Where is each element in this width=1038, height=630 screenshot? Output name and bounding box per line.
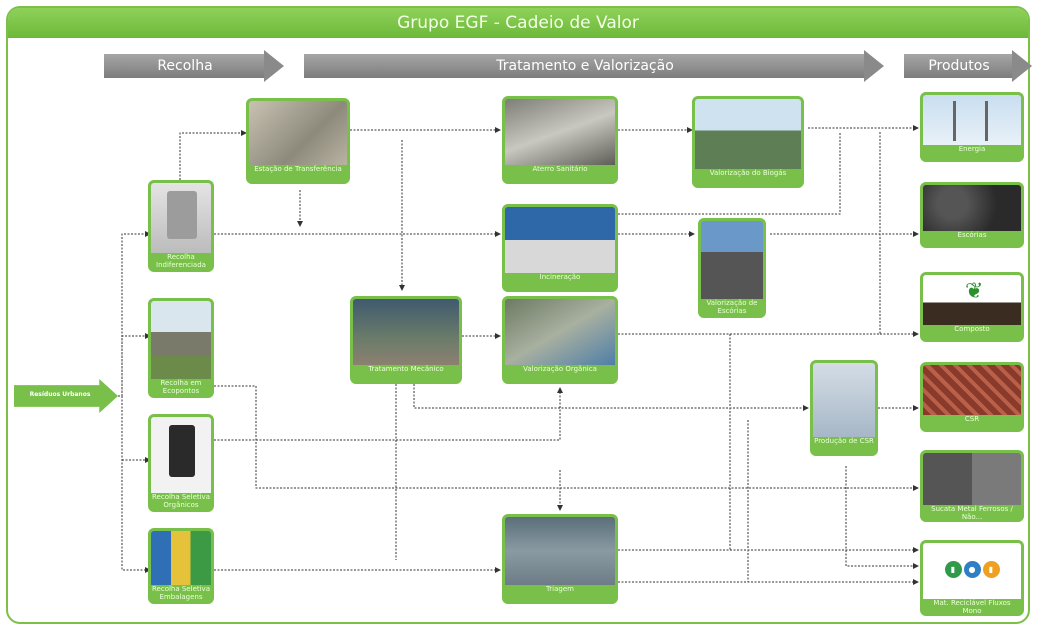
scrap-metal-image bbox=[923, 453, 1021, 505]
node-label: Recolha Seletiva Embalagens bbox=[151, 585, 210, 601]
product-label: Composto bbox=[954, 325, 990, 333]
stage-label-treatment: Tratamento e Valorização bbox=[496, 58, 674, 74]
node-label: Recolha Indiferenciada bbox=[156, 253, 206, 269]
transfer-station-image bbox=[249, 101, 347, 165]
product-energy: Energia bbox=[920, 92, 1024, 162]
compost-plant-icon: ❦ bbox=[923, 275, 1021, 325]
sorting-image bbox=[505, 517, 615, 585]
product-compost: ❦ Composto bbox=[920, 272, 1024, 342]
landfill-image bbox=[505, 99, 615, 165]
node-undifferentiated-collection: Recolha Indiferenciada bbox=[148, 180, 214, 272]
product-slags: Escórias bbox=[920, 182, 1024, 248]
product-label: Escórias bbox=[957, 231, 987, 239]
node-label: Recolha em Ecopontos bbox=[160, 379, 202, 395]
node-label: Incineração bbox=[539, 273, 581, 281]
product-label: CSR bbox=[964, 415, 980, 423]
stage-arrow-treatment: Tratamento e Valorização bbox=[304, 50, 884, 82]
slag-plant-image bbox=[701, 221, 763, 299]
node-label: Valorização Orgânica bbox=[523, 365, 597, 373]
node-label: Triagem bbox=[546, 585, 574, 593]
node-label: Tratamento Mecânico bbox=[368, 365, 444, 373]
diagram-title: Grupo EGF - Cadeio de Valor bbox=[8, 8, 1028, 38]
node-label: Produção de CSR bbox=[814, 437, 874, 445]
stage-arrow-collect: Recolha bbox=[104, 50, 284, 82]
csr-pellets-image bbox=[923, 365, 1021, 415]
organic-plant-image bbox=[505, 299, 615, 365]
node-csr-production: Produção de CSR bbox=[810, 360, 878, 456]
product-label: Sucata Metal Ferrosos / Não... bbox=[931, 505, 1013, 519]
node-selective-packaging: Recolha Seletiva Embalagens bbox=[148, 528, 214, 604]
biogas-plant-image bbox=[695, 99, 801, 169]
node-label: Aterro Sanitário bbox=[532, 165, 588, 173]
slag-image bbox=[923, 185, 1021, 231]
node-mechanical-treatment: Tratamento Mecânico bbox=[350, 296, 462, 384]
node-organic-treatment: Valorização Orgânica bbox=[502, 296, 618, 384]
power-lines-image bbox=[923, 95, 1021, 145]
organic-bin-image bbox=[151, 417, 211, 493]
node-landfill: Aterro Sanitário bbox=[502, 96, 618, 184]
product-csr: CSR bbox=[920, 362, 1024, 432]
product-scrap-metal: Sucata Metal Ferrosos / Não... bbox=[920, 450, 1024, 522]
recycling-bins-image bbox=[151, 531, 211, 585]
node-biogas-recovery: Valorização do Biogás bbox=[692, 96, 804, 188]
node-transfer-station: Estação de Transferência bbox=[246, 98, 350, 184]
product-recyclables: ▮●▮ Mat. Reciclável Fluxos Mono bbox=[920, 540, 1024, 616]
incineration-plant-image bbox=[505, 207, 615, 273]
stage-label-products: Produtos bbox=[928, 58, 990, 74]
node-label: Valorização do Biogás bbox=[709, 169, 787, 177]
node-incineration: Incineração bbox=[502, 204, 618, 292]
glass-icon: ▮ bbox=[944, 561, 962, 578]
stage-arrow-products: Produtos bbox=[904, 50, 1032, 82]
product-label: Mat. Reciclável Fluxos Mono bbox=[933, 599, 1011, 613]
node-label: Recolha Seletiva Orgânicos bbox=[151, 493, 210, 509]
waste-bin-image bbox=[151, 183, 211, 253]
node-sorting: Triagem bbox=[502, 514, 618, 604]
plastic-icon: ▮ bbox=[982, 561, 1000, 578]
node-label: Estação de Transferência bbox=[254, 165, 342, 173]
ecopoints-image bbox=[151, 301, 211, 379]
node-slag-treatment: Valorização de Escórias bbox=[698, 218, 766, 318]
node-label: Valorização de Escórias bbox=[706, 299, 758, 315]
start-arrow-urban-waste: Resíduos Urbanos bbox=[14, 379, 118, 413]
recycling-icons: ▮●▮ bbox=[923, 543, 1021, 599]
paper-icon: ● bbox=[963, 561, 981, 578]
csr-plant-image bbox=[813, 363, 875, 437]
mechanical-treatment-image bbox=[353, 299, 459, 365]
stage-label-collect: Recolha bbox=[157, 58, 213, 74]
node-selective-collection: Recolha Seletiva Orgânicos bbox=[148, 414, 214, 512]
product-label: Energia bbox=[958, 145, 986, 153]
node-ecopoint-collection: Recolha em Ecopontos bbox=[148, 298, 214, 398]
start-label: Resíduos Urbanos bbox=[29, 391, 91, 398]
